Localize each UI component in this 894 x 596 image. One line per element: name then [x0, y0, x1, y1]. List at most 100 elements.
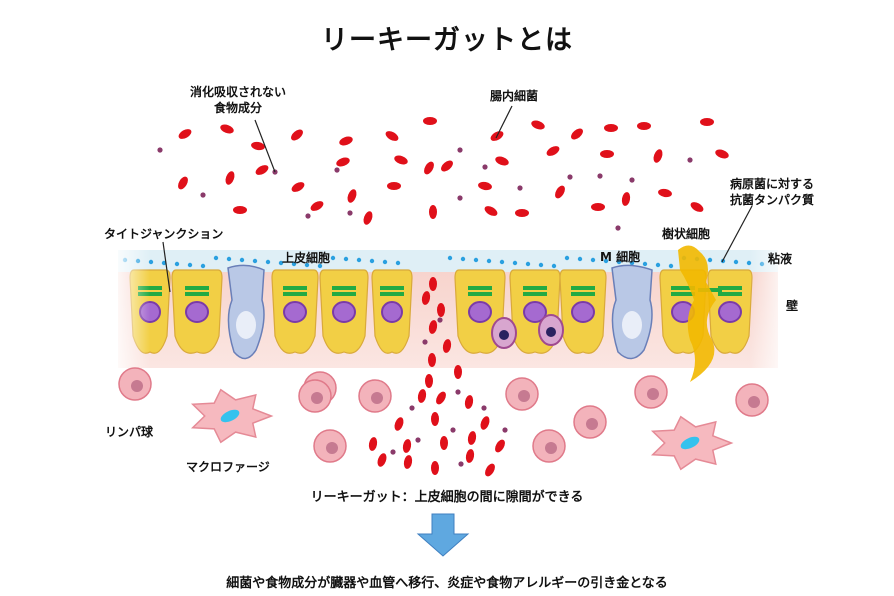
mucus-dot: [629, 260, 635, 266]
label-dendritic-cell: 樹状細胞: [662, 227, 711, 241]
food-particle: [415, 437, 421, 443]
lymphocyte-nucleus: [545, 442, 557, 454]
label-epithelial-cell: 上皮細胞: [282, 251, 331, 265]
bacterium: [291, 129, 303, 141]
tight-junction: [332, 292, 356, 296]
bacterium: [478, 181, 492, 191]
mucus-dot: [733, 259, 739, 265]
dendritic-cell: [678, 245, 716, 382]
gut-bacteria: [178, 117, 729, 477]
bacterium: [515, 209, 529, 217]
food-particle: [437, 317, 443, 323]
bacterium: [428, 320, 438, 334]
bacterium: [531, 120, 545, 130]
bacterium: [431, 412, 439, 426]
food-particle: [409, 405, 415, 411]
mucus-dot: [486, 258, 492, 264]
diagram-title: リーキーガットとは: [321, 25, 573, 56]
bacterium: [436, 391, 446, 405]
bacterium: [454, 365, 462, 379]
mucus-dot: [603, 258, 609, 264]
label-wall: 壁: [786, 299, 799, 313]
bacterium: [715, 149, 729, 159]
tight-junction: [718, 286, 742, 290]
mucus-dot: [473, 257, 479, 263]
bacterium: [255, 165, 269, 175]
food-particle: [390, 449, 396, 455]
bacterium: [429, 205, 437, 219]
intraepithelial-nucleus: [546, 327, 556, 337]
food-particle: [615, 225, 621, 231]
leader-antibacterial: [721, 205, 753, 263]
cell-nucleus: [718, 301, 742, 323]
mucus-layer: [118, 250, 778, 272]
label-gut-bacteria: 腸内細菌: [490, 89, 539, 103]
mucus-dot: [226, 256, 232, 262]
bacterium: [429, 277, 437, 291]
mucus-dot: [577, 256, 583, 262]
bacterium: [225, 171, 235, 185]
food-particle: [334, 167, 340, 173]
bacterium: [424, 161, 434, 175]
cell-nucleus: [185, 301, 209, 323]
food-particle: [200, 192, 206, 198]
food-particle: [457, 147, 463, 153]
bacterium: [442, 339, 452, 353]
label-mucus: 粘液: [768, 252, 793, 266]
cell-nucleus: [523, 301, 547, 323]
cell-nucleus: [468, 301, 492, 323]
label-tight-junction: タイトジャンクション: [104, 227, 224, 241]
bacterium: [310, 201, 324, 211]
mucus-dot: [291, 261, 297, 267]
mucus-dot: [616, 259, 622, 265]
mucus-dot: [395, 260, 401, 266]
mucus-dot: [460, 256, 466, 262]
mucus-dot: [564, 255, 570, 261]
lymphocyte-nucleus: [311, 392, 323, 404]
mucus-dot: [161, 260, 167, 266]
intraepithelial-nucleus: [499, 330, 509, 340]
mucus-dot: [369, 258, 375, 264]
bacterium: [464, 395, 474, 409]
lymphocyte-nucleus: [326, 442, 338, 454]
bacterium: [428, 353, 436, 367]
tight-junction: [671, 286, 695, 290]
cell-nucleus: [381, 301, 403, 323]
tight-junction: [185, 286, 209, 290]
tight-junction: [283, 286, 307, 290]
food-particle: [455, 389, 461, 395]
mucus-dot: [525, 261, 531, 267]
mucus-dot: [187, 262, 193, 268]
mucus-dot: [356, 257, 362, 263]
bacterium: [291, 182, 305, 192]
leader-food: [254, 119, 276, 173]
mucus-dot: [707, 257, 713, 263]
mucus-dot: [551, 263, 557, 269]
food-particle: [305, 213, 311, 219]
bacterium: [347, 189, 357, 203]
bacterium: [653, 149, 663, 163]
bacterium: [600, 150, 614, 158]
bacterium: [377, 453, 387, 467]
bacterium: [425, 374, 433, 388]
mucus-dot: [252, 258, 258, 264]
tight-junction: [468, 292, 492, 296]
food-particle: [687, 157, 693, 163]
cell-nucleus: [332, 301, 356, 323]
mucus-dot: [642, 261, 648, 267]
tight-junction: [571, 286, 595, 290]
tight-junction: [523, 286, 547, 290]
food-particle: [502, 427, 508, 433]
tight-junction: [571, 292, 595, 296]
bacterium: [495, 156, 509, 166]
food-particle: [597, 173, 603, 179]
mucus-dot: [304, 262, 310, 268]
food-particles: [157, 147, 693, 467]
result-text: 細菌や食物成分が臓器や血管へ移行、炎症や食物アレルギーの引き金となる: [226, 576, 668, 591]
bacterium: [423, 117, 437, 125]
bacterium: [421, 291, 431, 305]
label-macrophage: マクロファージ: [186, 460, 270, 474]
food-particle: [422, 339, 428, 345]
label-m-cell: M 細胞: [600, 250, 641, 264]
